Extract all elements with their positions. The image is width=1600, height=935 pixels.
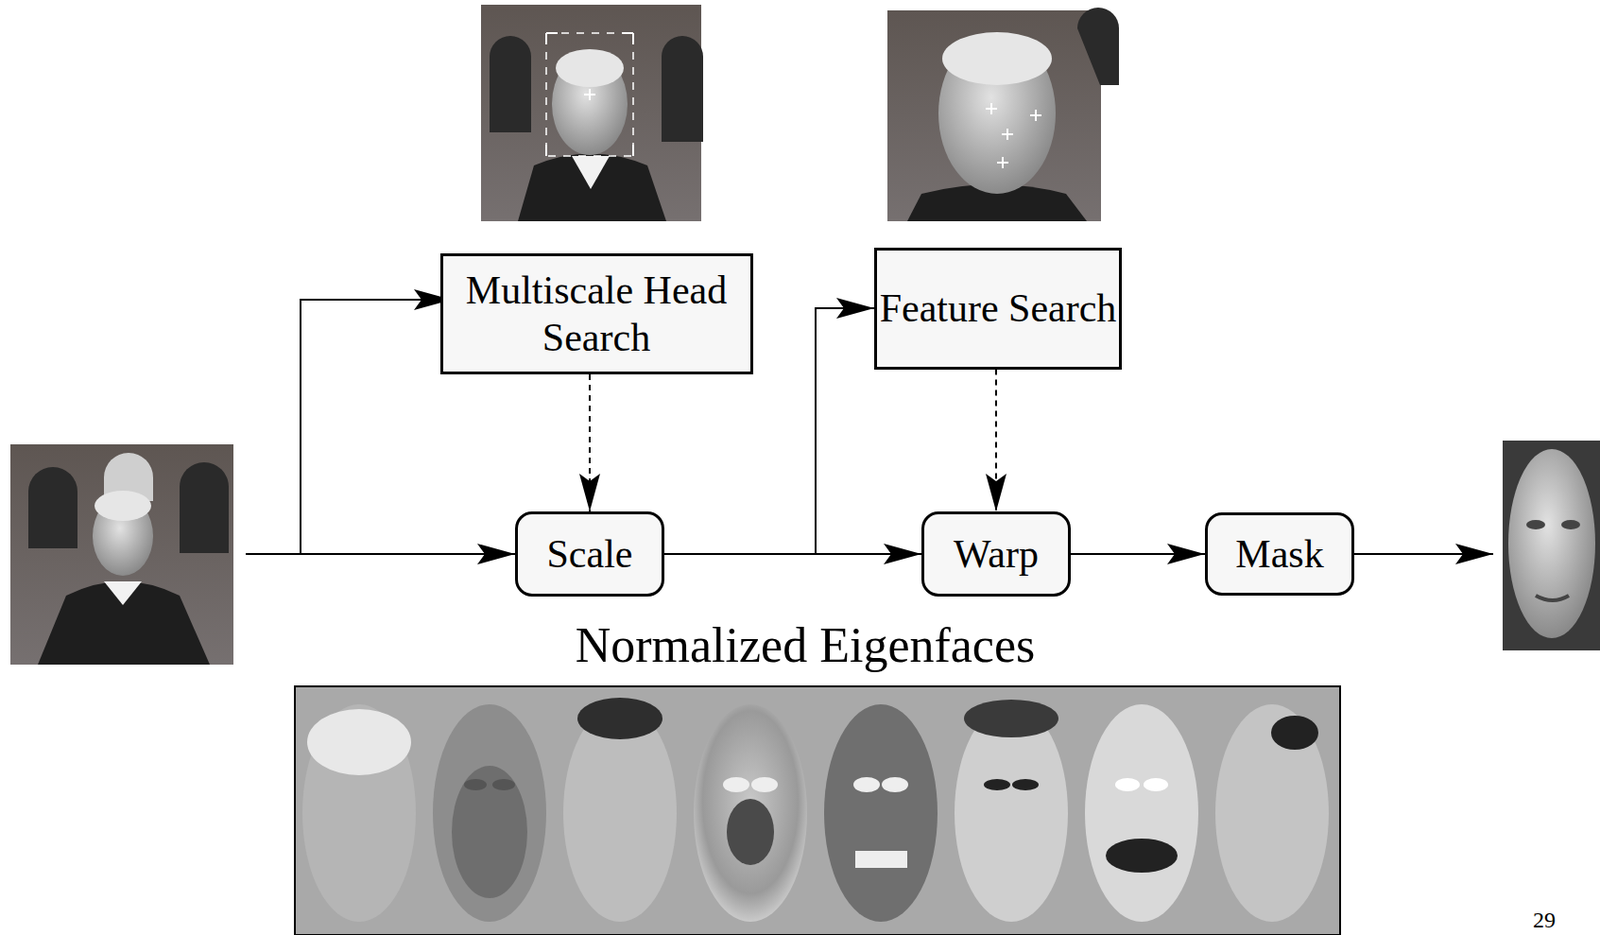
operation-box: Scale xyxy=(515,511,665,597)
eigenface-strip xyxy=(294,686,1341,935)
control-arrow xyxy=(995,369,998,513)
node-label: Multiscale Head Search xyxy=(443,266,751,362)
flow-arrow xyxy=(1070,552,1205,555)
process-box: Multiscale Head Search xyxy=(440,253,754,375)
page-number: 29 xyxy=(1532,907,1556,933)
feature-search-photo xyxy=(887,7,1119,222)
input-photo xyxy=(10,444,234,665)
operation-box: Warp xyxy=(921,511,1071,597)
operation-box: Mask xyxy=(1204,512,1355,596)
head-search-photo xyxy=(481,4,704,222)
output-face xyxy=(1502,440,1600,651)
control-arrow xyxy=(588,374,591,512)
node-label: Feature Search xyxy=(879,284,1118,332)
section-title: Normalized Eigenfaces xyxy=(575,617,1036,673)
node-label: Mask xyxy=(1235,530,1324,578)
node-label: Scale xyxy=(547,530,634,578)
flow-arrow xyxy=(664,552,922,555)
process-box: Feature Search xyxy=(874,247,1122,370)
node-label: Warp xyxy=(953,530,1039,578)
